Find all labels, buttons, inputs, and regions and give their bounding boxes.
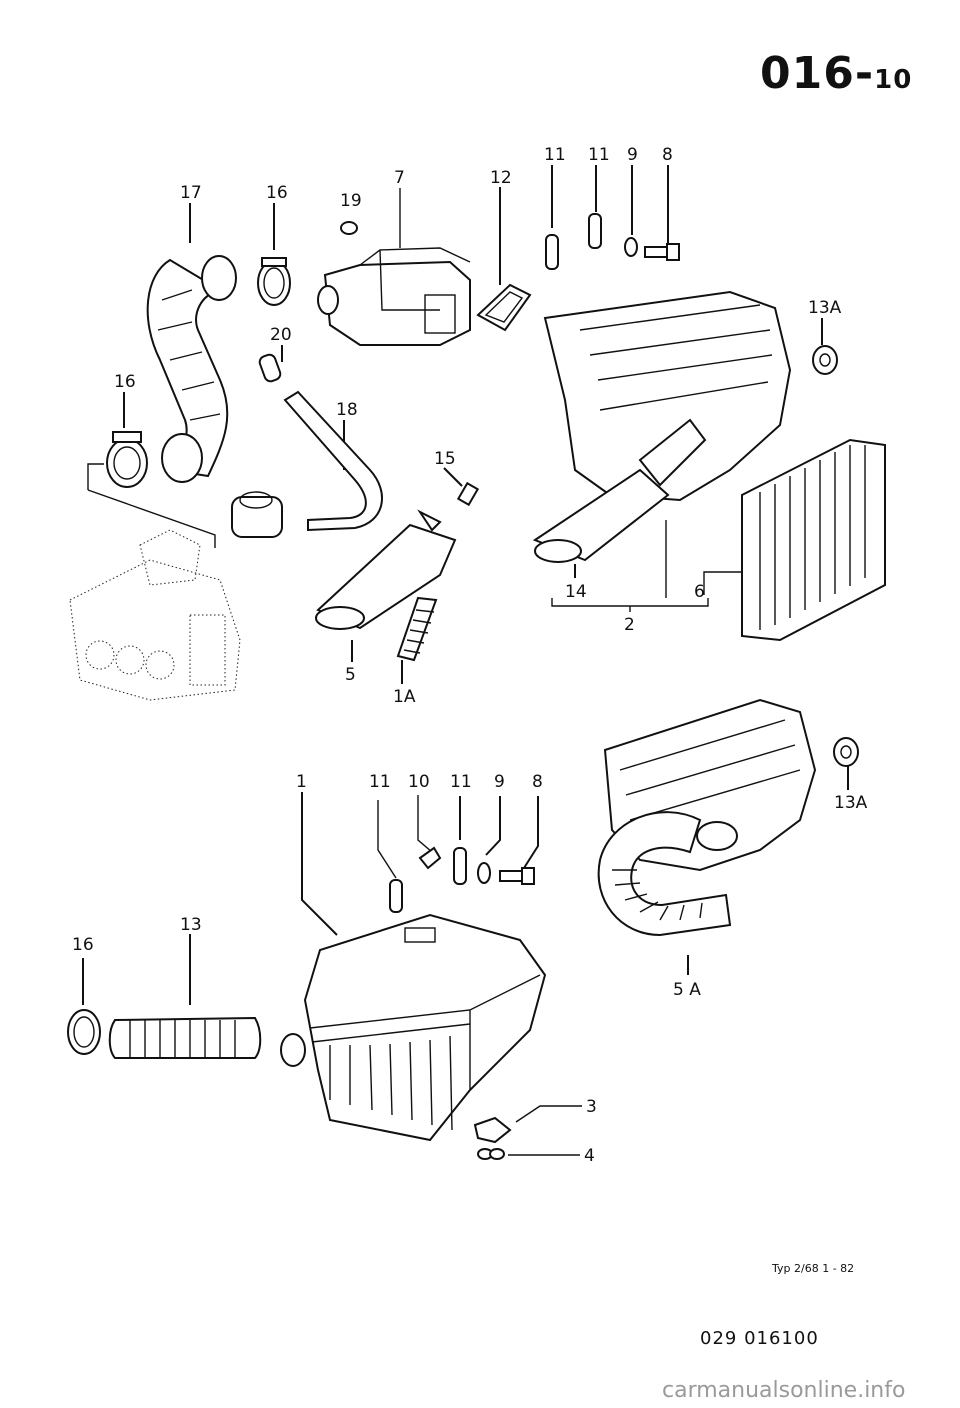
fitting-icon bbox=[456, 481, 480, 507]
callout-2: 2 bbox=[624, 615, 635, 635]
gasket-icon bbox=[476, 283, 532, 332]
hose-clamp-left-icon bbox=[106, 431, 148, 488]
callout-11-c: 11 bbox=[369, 772, 391, 792]
corrugated-hose-lower bbox=[108, 1016, 262, 1059]
bolt-icon bbox=[644, 243, 680, 261]
callout-9-bottom: 9 bbox=[494, 772, 505, 792]
callout-13A-bottom: 13A bbox=[834, 793, 868, 813]
page-number-main: 016- bbox=[760, 48, 875, 99]
callout-14: 14 bbox=[565, 582, 587, 602]
callout-5A: 5 A bbox=[673, 980, 701, 1000]
callout-16-top: 16 bbox=[266, 183, 288, 203]
bracket-lower-icon bbox=[389, 847, 467, 913]
vacuum-hose bbox=[283, 390, 383, 532]
grommet-lower-icon bbox=[833, 737, 859, 767]
callout-1: 1 bbox=[296, 772, 307, 792]
callout-15: 15 bbox=[434, 449, 456, 469]
callout-7: 7 bbox=[394, 168, 405, 188]
wing-nut-icon bbox=[473, 1116, 512, 1144]
corrugated-hose-large bbox=[597, 811, 738, 937]
type-reference: Typ 2/68 1 - 82 bbox=[772, 1262, 855, 1275]
check-valve-icon bbox=[258, 353, 282, 383]
callout-18: 18 bbox=[336, 400, 358, 420]
callout-12: 12 bbox=[490, 168, 512, 188]
page-number-sub: 10 bbox=[874, 65, 913, 95]
corrugated-hose-small bbox=[396, 596, 438, 662]
callout-11-b: 11 bbox=[588, 145, 610, 165]
air-cleaner-housing-upper bbox=[532, 290, 792, 563]
intake-elbow-duct bbox=[146, 255, 237, 483]
hose-clamp-lower-icon bbox=[67, 1009, 101, 1055]
callout-3: 3 bbox=[586, 1097, 597, 1117]
bolt-lower-icon bbox=[499, 867, 535, 885]
intake-duct bbox=[315, 509, 457, 630]
air-cleaner-housing-main bbox=[280, 913, 547, 1142]
callout-labels: 17 16 19 7 12 11 11 9 8 13A 20 16 18 1 5 … bbox=[72, 145, 868, 1166]
washer-icon bbox=[624, 237, 638, 257]
cap-icon bbox=[340, 221, 358, 235]
callout-9-top: 9 bbox=[627, 145, 638, 165]
callout-10: 10 bbox=[408, 772, 430, 792]
callout-19: 19 bbox=[340, 191, 362, 211]
page-number: 016-10 bbox=[760, 48, 912, 99]
throttle-valve-icon bbox=[231, 491, 283, 538]
callout-6: 6 bbox=[694, 582, 705, 602]
callout-11-d: 11 bbox=[450, 772, 472, 792]
hose-clamp-icon bbox=[257, 257, 291, 306]
clip-icon bbox=[477, 1148, 505, 1160]
callout-20: 20 bbox=[270, 325, 292, 345]
bracket-icon bbox=[545, 213, 602, 270]
callout-8-bottom: 8 bbox=[532, 772, 543, 792]
filter-element bbox=[741, 438, 886, 642]
gasket-lower-icon bbox=[418, 846, 442, 870]
callout-13: 13 bbox=[180, 915, 202, 935]
figure-part-number: 029 016100 bbox=[700, 1328, 819, 1349]
callout-4: 4 bbox=[584, 1146, 595, 1166]
callout-17: 17 bbox=[180, 183, 202, 203]
air-flow-meter bbox=[317, 247, 471, 346]
washer-lower-icon bbox=[477, 862, 491, 884]
callout-13A-top: 13A bbox=[808, 298, 842, 318]
callout-11-a: 11 bbox=[544, 145, 566, 165]
callout-5: 5 bbox=[345, 665, 356, 685]
callout-16-left: 16 bbox=[114, 372, 136, 392]
grommet-icon bbox=[812, 345, 838, 375]
watermark: carmanualsonline.info bbox=[662, 1378, 906, 1403]
callout-8-top: 8 bbox=[662, 145, 673, 165]
callout-16-bottom: 16 bbox=[72, 935, 94, 955]
engine-outline-dotted bbox=[69, 529, 241, 701]
callout-1A: 1A bbox=[393, 687, 416, 707]
